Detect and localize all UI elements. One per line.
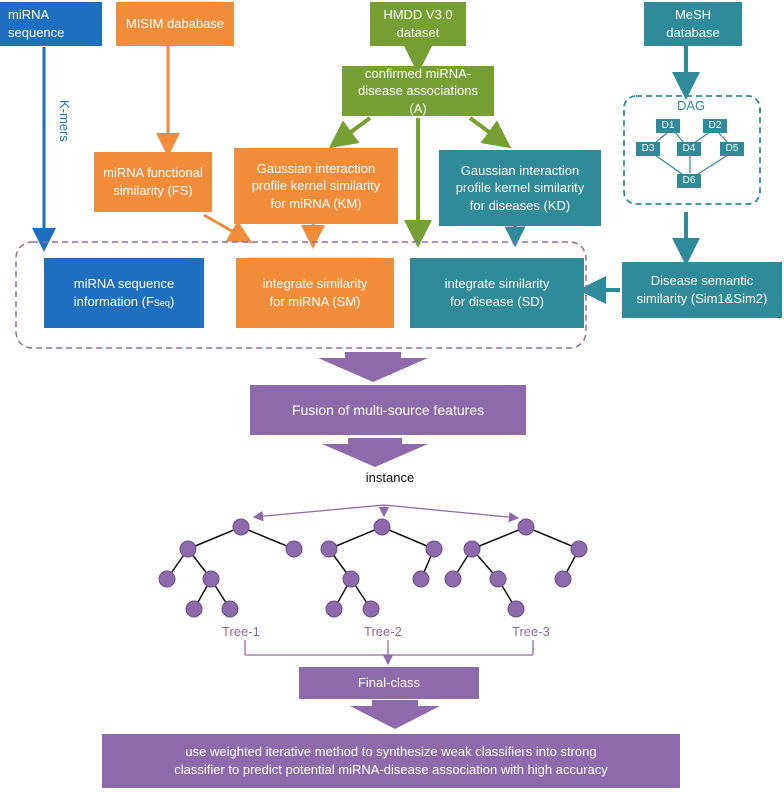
mirna-functional-similarity-box: miRNA functional similarity (FS)	[94, 152, 212, 212]
fs-to-sm-arrow	[203, 213, 253, 244]
dag-edges	[654, 131, 729, 175]
misim-database-box: MISIM dababase	[116, 2, 234, 46]
misim-database-label: MISIM dababase	[125, 16, 225, 32]
tree-2-label: Tree-2	[364, 624, 402, 639]
block-arrow-3	[350, 700, 440, 729]
dag-border	[623, 95, 761, 205]
confirmed-associations-box: confirmed miRNA- disease associations (A…	[342, 66, 494, 116]
confirmed-to-km-arrow	[328, 116, 372, 149]
dag-node-d4: D4	[677, 142, 701, 156]
dag-title: DAG	[677, 98, 706, 113]
confirmed-to-kd-arrow	[468, 116, 512, 149]
tree-bracket	[244, 640, 534, 666]
mirna-sequence-info-label: miRNA sequence information (FSeq)	[73, 276, 175, 309]
hmdd-dataset-box: HMDD V3.0 dataset	[370, 2, 466, 46]
mesh-database-label: MeSH database	[666, 7, 720, 40]
mirna-sequence-label: miRNA sequence	[8, 7, 65, 40]
integrate-mirna-box: integrate similarity for miRNA (SM)	[236, 258, 394, 328]
gip-disease-box: Gaussian interaction profile kernel simi…	[439, 150, 601, 226]
dag-node-d3: D3	[636, 142, 660, 156]
final-class-box: Final-class	[299, 667, 479, 699]
conclusion-label: use weighted iterative method to synthes…	[174, 744, 608, 777]
mesh-database-box: MeSH database	[644, 2, 742, 46]
gip-mirna-box: Gaussian interaction profile kernel simi…	[234, 148, 398, 224]
integrate-mirna-label: integrate similarity for miRNA (SM)	[262, 276, 368, 309]
instance-to-tree1-arrow	[252, 504, 385, 522]
block-arrow-2	[322, 438, 428, 467]
mirna-sequence-info-box: miRNA sequence information (FSeq)	[44, 258, 204, 328]
tree-1-graphic	[166, 526, 295, 610]
dag-node-d2: D2	[703, 119, 727, 133]
fusion-label: Fusion of multi-source features	[291, 401, 485, 418]
tree-1-label: Tree-1	[222, 624, 260, 639]
hmdd-dataset-label: HMDD V3.0 dataset	[383, 7, 453, 40]
instance-label: instance	[365, 470, 415, 485]
disease-semantic-label: Disease semantic similarity (Sim1&Sim2)	[636, 273, 768, 306]
instance-to-tree3-arrow	[383, 504, 520, 523]
tree-2-graphic	[328, 526, 435, 610]
kmers-label: K-mers	[57, 100, 72, 142]
feature-group-border	[15, 241, 587, 349]
gip-disease-label: Gaussian interaction profile kernel simi…	[455, 162, 585, 213]
final-class-label: Final-class	[357, 675, 421, 691]
tree-3-label: Tree-3	[512, 624, 550, 639]
tree-2-nodes	[320, 518, 443, 618]
conclusion-box: use weighted iterative method to synthes…	[102, 734, 680, 788]
integrate-disease-label: integrate similarity for disease (SD)	[444, 276, 550, 309]
dag-node-d1: D1	[656, 119, 680, 133]
dag-node-d5: D5	[720, 142, 744, 156]
dag-node-d6: D6	[677, 174, 701, 188]
integrate-disease-box: integrate similarity for disease (SD)	[410, 258, 584, 328]
tree-3-graphic	[452, 526, 580, 610]
confirmed-associations-label: confirmed miRNA- disease associations (A…	[358, 65, 478, 116]
disease-semantic-box: Disease semantic similarity (Sim1&Sim2)	[622, 262, 782, 318]
block-arrow-1	[318, 352, 428, 382]
fusion-box: Fusion of multi-source features	[250, 385, 526, 435]
tree-1-nodes	[158, 518, 303, 618]
tree-3-nodes	[444, 518, 588, 618]
mirna-sequence-box: miRNA sequence	[0, 2, 102, 46]
gip-mirna-label: Gaussian interaction profile kernel simi…	[251, 160, 381, 211]
mirna-functional-similarity-label: miRNA functional similarity (FS)	[103, 165, 203, 198]
